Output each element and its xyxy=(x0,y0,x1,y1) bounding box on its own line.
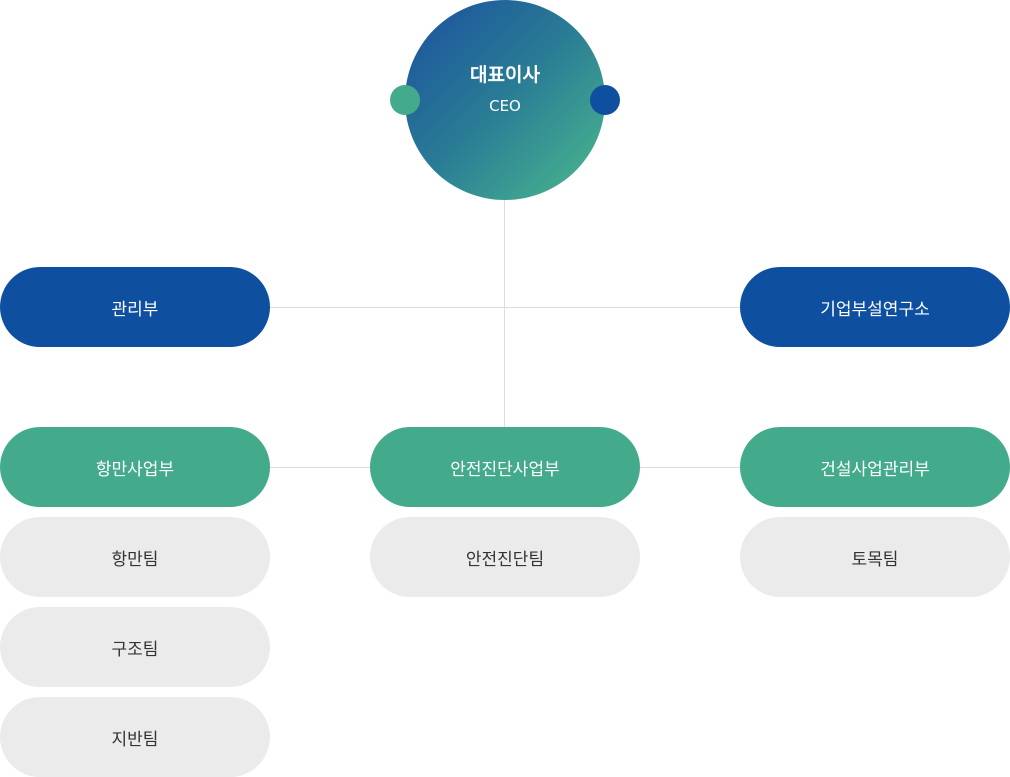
team-port: 항만팀 xyxy=(0,517,270,597)
connector-vertical xyxy=(504,200,505,427)
ceo-left-dot xyxy=(390,85,420,115)
team-geotechnical: 지반팀 xyxy=(0,697,270,777)
ceo-node: 대표이사 CEO xyxy=(405,0,605,200)
division-construction-management: 건설사업관리부 xyxy=(740,427,1010,507)
ceo-subtitle: CEO xyxy=(489,96,521,115)
team-structure: 구조팀 xyxy=(0,607,270,687)
connector-support xyxy=(270,307,740,308)
division-safety-diagnosis: 안전진단사업부 xyxy=(370,427,640,507)
dept-management: 관리부 xyxy=(0,267,270,347)
dept-research-institute: 기업부설연구소 xyxy=(740,267,1010,347)
division-port: 항만사업부 xyxy=(0,427,270,507)
team-safety-diagnosis: 안전진단팀 xyxy=(370,517,640,597)
ceo-title: 대표이사 xyxy=(470,63,540,86)
ceo-right-dot xyxy=(590,85,620,115)
team-civil: 토목팀 xyxy=(740,517,1010,597)
